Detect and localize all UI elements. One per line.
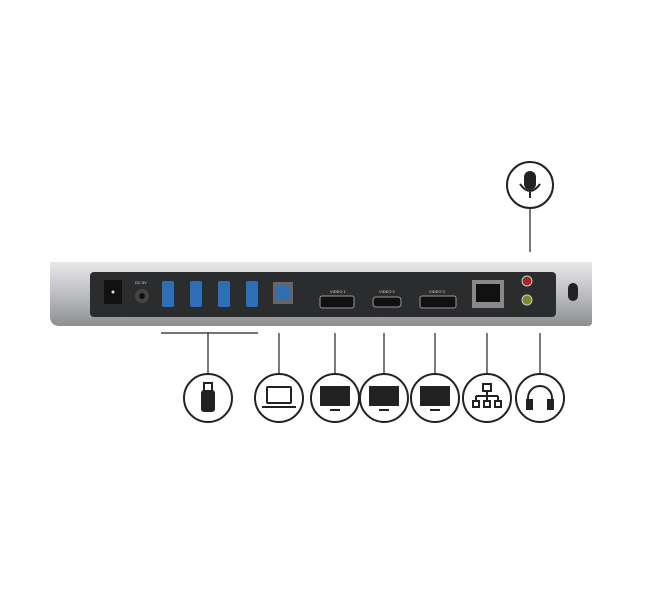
network-icon — [462, 373, 512, 423]
docking-station: DC 5V VIDEO 1 VIDEO 2 VIDEO 3 — [50, 262, 592, 326]
laptop-icon — [254, 373, 304, 423]
video1-label: VIDEO 1 — [330, 289, 347, 294]
callout-lines — [161, 208, 541, 374]
headphone-jack — [521, 294, 533, 306]
usb-drive-icon — [183, 373, 233, 423]
displayport-3 — [419, 295, 457, 309]
dc-label: DC 5V — [135, 280, 147, 285]
headphones-icon — [515, 373, 565, 423]
displayport-1 — [319, 295, 355, 309]
monitor-icon — [359, 373, 409, 423]
hdmi-port — [372, 296, 402, 308]
monitor-icon — [410, 373, 460, 423]
video2-label: VIDEO 2 — [379, 289, 396, 294]
lock-slot — [568, 283, 578, 301]
usb-a-ports — [162, 281, 258, 307]
video3-label: VIDEO 3 — [429, 289, 446, 294]
monitor-icon — [310, 373, 360, 423]
microphone-icon — [506, 161, 554, 209]
mic-jack — [521, 275, 533, 287]
